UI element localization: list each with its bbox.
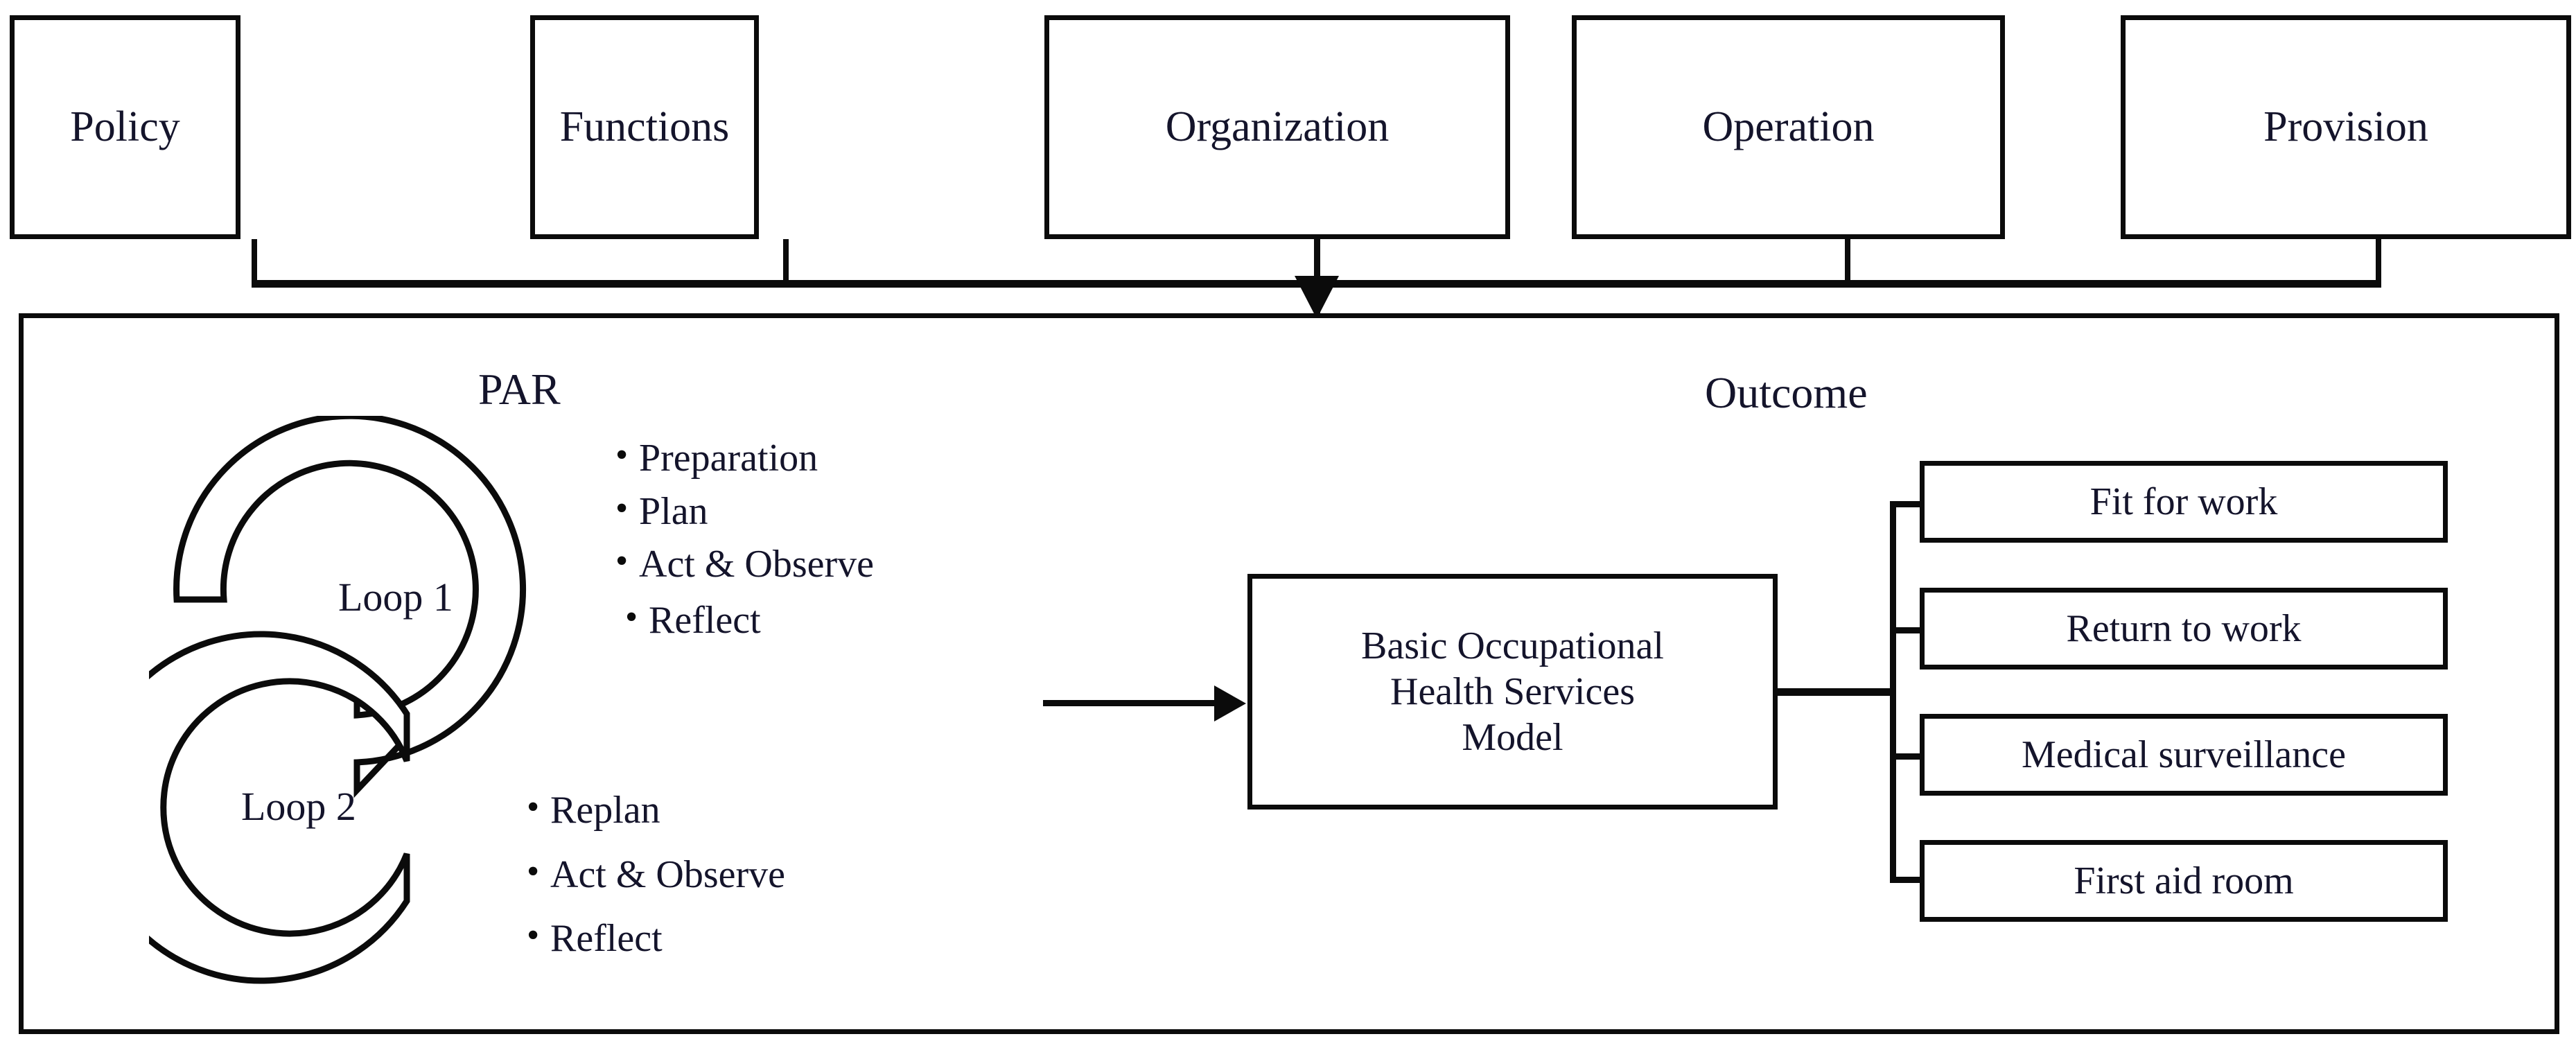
list-item: Plan bbox=[615, 489, 941, 534]
outcome-box-return-to-work-label: Return to work bbox=[2066, 606, 2302, 650]
outcome-box-first-aid-room[interactable]: First aid room bbox=[1920, 840, 2448, 922]
connector-stub-functions bbox=[783, 239, 789, 285]
top-box-organization-label: Organization bbox=[1165, 103, 1390, 150]
outcome-box-medical-surveillance[interactable]: Medical surveillance bbox=[1920, 714, 2448, 796]
connector-model-to-bracket bbox=[1778, 688, 1895, 696]
connector-stub-provision bbox=[2376, 239, 2381, 285]
top-box-functions-label: Functions bbox=[559, 103, 730, 150]
outcome-box-return-to-work[interactable]: Return to work bbox=[1920, 588, 2448, 670]
par-loops-diagram bbox=[149, 416, 527, 984]
list-item: Reflect bbox=[527, 916, 970, 961]
connector-bracket-branch-1 bbox=[1890, 501, 1922, 507]
connector-stub-policy bbox=[252, 239, 257, 285]
connector-bracket-branch-3 bbox=[1890, 753, 1922, 760]
list-item: Act & Observe bbox=[615, 541, 941, 586]
par-caption: PAR bbox=[478, 365, 561, 414]
connector-bracket-branch-4 bbox=[1890, 877, 1922, 883]
top-box-policy[interactable]: Policy bbox=[10, 15, 240, 239]
list-item: Act & Observe bbox=[527, 852, 970, 897]
top-box-provision[interactable]: Provision bbox=[2121, 15, 2571, 239]
list-item: Preparation bbox=[615, 435, 941, 480]
arrow-right-icon bbox=[1214, 685, 1246, 721]
outcome-box-first-aid-room-label: First aid room bbox=[2074, 859, 2294, 902]
top-box-policy-label: Policy bbox=[70, 103, 180, 150]
outcome-box-medical-surveillance-label: Medical surveillance bbox=[2021, 733, 2346, 776]
connector-stub-organization bbox=[1314, 239, 1320, 285]
loop1-circular-arrow bbox=[173, 416, 527, 798]
loop1-label: Loop 1 bbox=[338, 575, 453, 620]
connector-stub-operation bbox=[1845, 239, 1850, 285]
connector-bracket-branch-2 bbox=[1890, 627, 1922, 633]
loop1-activity-list: Preparation Plan Act & Observe Reflect bbox=[615, 435, 941, 652]
top-box-operation-label: Operation bbox=[1702, 103, 1875, 150]
loop2-circular-arrow bbox=[149, 631, 410, 984]
top-box-operation[interactable]: Operation bbox=[1572, 15, 2005, 239]
outcome-caption: Outcome bbox=[1705, 368, 1868, 417]
list-item: Reflect bbox=[625, 597, 941, 642]
outcome-box-fit-for-work[interactable]: Fit for work bbox=[1920, 461, 2448, 543]
top-box-provision-label: Provision bbox=[2263, 103, 2428, 150]
connector-par-to-model bbox=[1043, 700, 1216, 706]
top-box-functions[interactable]: Functions bbox=[530, 15, 759, 239]
list-item: Replan bbox=[527, 787, 970, 832]
loop2-activity-list: Replan Act & Observe Reflect bbox=[527, 787, 970, 970]
connector-bracket-spine bbox=[1890, 501, 1896, 882]
loop2-label: Loop 2 bbox=[241, 784, 356, 829]
arrow-down-icon bbox=[1295, 276, 1339, 319]
top-box-organization[interactable]: Organization bbox=[1044, 15, 1510, 239]
outcome-box-fit-for-work-label: Fit for work bbox=[2089, 480, 2278, 523]
